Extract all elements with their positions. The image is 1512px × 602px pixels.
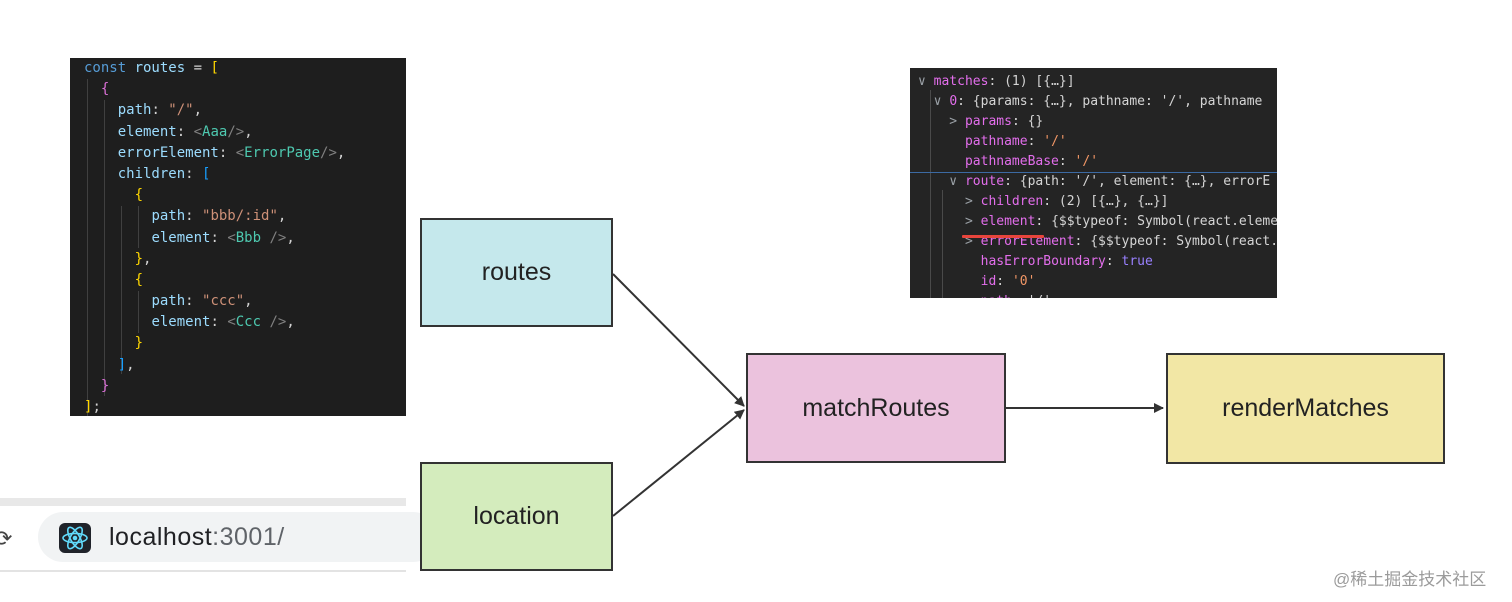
devtools-row[interactable]: id: '0' [980,274,1036,289]
code-editor-panel: const routes = [ { path: "/", element: <… [70,58,406,416]
code-line: { [100,81,110,98]
arrow-location-to-match [612,409,745,517]
code-line: ], [117,356,135,373]
react-favicon-icon [59,523,91,553]
code-line: path: "ccc", [151,293,253,310]
code-line: element: <Aaa/>, [117,123,253,140]
indent-guide [121,206,122,374]
devtools-row[interactable]: > errorElement: {$$typeof: Symbol(react. [918,234,1277,249]
code-line: const routes = [ [84,60,219,76]
devtools-row[interactable]: ∨ route: {path: '/', element: {…}, error… [918,174,1271,189]
devtools-panel: ∨ matches: (1) [{…}] ∨ 0: {params: {…}, … [910,68,1277,298]
watermark: @稀土掘金技术社区 [1333,570,1487,589]
devtools-row[interactable]: path: '/' [910,292,1277,298]
match-routes-node: matchRoutes [746,353,1006,463]
code-line: element: <Bbb />, [151,229,295,246]
code-line: } [134,335,144,352]
toolbar-top-strip [0,498,406,506]
tree-guide [930,90,931,298]
indent-guide [104,100,105,396]
element-underline [962,235,1044,238]
routes-node-label: routes [481,258,552,286]
toolbar-bottom-border [0,570,406,572]
address-field[interactable] [38,512,438,562]
code-line: element: <Ccc />, [151,314,295,331]
code-lines: const routes = [ { path: "/", element: <… [84,58,406,416]
indent-guide [138,291,139,333]
code-line: ]; [84,399,101,415]
devtools-row[interactable]: pathnameBase: '/' [964,154,1099,169]
match-routes-node-label: matchRoutes [802,393,950,422]
arrow-routes-to-match [612,273,745,407]
render-matches-node: renderMatches [1166,353,1445,464]
reload-icon[interactable]: ⟳ [0,526,13,551]
render-matches-node-label: renderMatches [1222,394,1389,422]
code-line: path: "bbb/:id", [151,208,287,225]
devtools-row[interactable]: pathname: '/' [964,134,1067,149]
code-line: path: "/", [117,102,203,119]
code-line: }, [134,250,152,267]
devtools-row[interactable]: ∨ matches: (1) [{…}] [918,74,1075,89]
url-text: localhost:3001/ [109,522,285,552]
code-line: { [134,271,144,288]
devtools-row[interactable]: ∨ 0: {params: {…}, pathname: '/', pathna… [918,94,1263,109]
indent-guide [87,79,88,416]
indent-guide [138,206,139,248]
browser-url-bar: ⟳ localhost:3001/ [0,498,438,574]
devtools-row[interactable]: > params: {} [918,114,1044,129]
devtools-row[interactable]: hasErrorBoundary: true [980,254,1153,269]
devtools-row[interactable]: > element: {$$typeof: Symbol(react.eleme [918,214,1277,229]
code-line: } [100,377,110,394]
url-host: localhost [109,523,213,551]
tree-guide [942,190,943,298]
url-port: :3001/ [212,523,285,551]
code-line: { [134,187,144,204]
routes-node: routes [420,218,613,327]
code-line: errorElement: <ErrorPage/>, [117,144,346,161]
location-node-label: location [473,502,560,530]
location-node: location [420,462,613,571]
devtools-row[interactable]: > children: (2) [{…}, {…}] [918,194,1169,209]
row-separator [910,172,1277,173]
code-line: children: [ [117,165,211,182]
